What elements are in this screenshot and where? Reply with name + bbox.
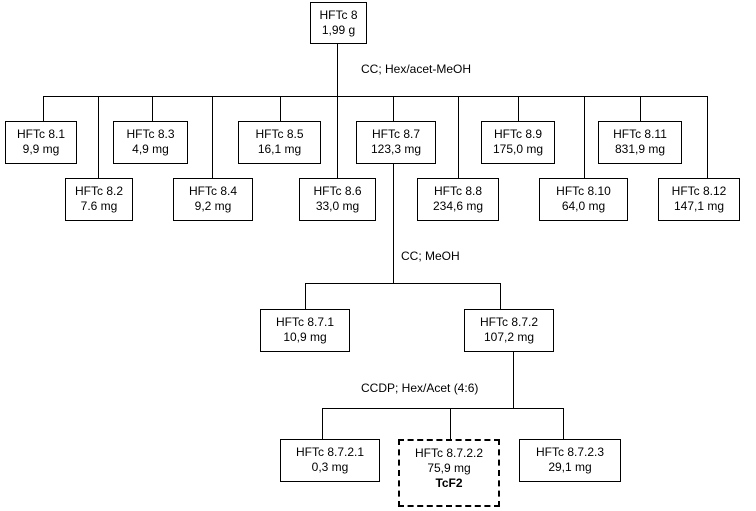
node-hftc-8-2: HFTc 8.2 7.6 mg xyxy=(65,178,133,221)
node-label: HFTc 8.7 xyxy=(371,127,420,141)
node-label: HFTc 8.3 xyxy=(126,127,175,141)
node-hftc-8-4: HFTc 8.4 9,2 mg xyxy=(173,178,253,221)
node-mass: 234,6 mg xyxy=(432,199,484,213)
node-hftc-8-3: HFTc 8.3 4,9 mg xyxy=(113,121,188,164)
node-mass: 107,2 mg xyxy=(483,330,535,344)
node-mass: 4,9 mg xyxy=(132,142,169,156)
node-mass: 29,1 mg xyxy=(548,460,592,474)
node-tag: TcF2 xyxy=(435,476,463,490)
node-label: HFTc 8.11 xyxy=(613,127,667,141)
node-label: HFTc 8.6 xyxy=(313,184,362,198)
node-hftc-8-12: HFTc 8.12 147,1 mg xyxy=(658,178,740,221)
node-label: HFTc 8.7.1 xyxy=(275,315,335,329)
node-mass: 0,3 mg xyxy=(311,460,349,474)
node-label: HFTc 8.1 xyxy=(16,127,65,141)
node-mass: 175,0 mg xyxy=(492,142,544,156)
node-label: HFTc 8.7.2.2 xyxy=(414,446,484,460)
method-label-level3: CCDP; Hex/Acet (4:6) xyxy=(361,381,479,395)
node-hftc-8-6: HFTc 8.6 33,0 mg xyxy=(299,178,376,221)
node-label: HFTc 8.5 xyxy=(255,127,304,141)
node-hftc-8: HFTc 8 1,99 g xyxy=(310,2,367,44)
node-hftc-8-10: HFTc 8.10 64,0 mg xyxy=(539,178,628,221)
node-label: HFTc 8.7.2.1 xyxy=(295,445,365,459)
node-mass: 831,9 mg xyxy=(614,142,666,156)
node-mass: 75,9 mg xyxy=(427,461,471,475)
node-mass: 64,0 mg xyxy=(561,199,606,213)
node-mass: 9,9 mg xyxy=(22,142,60,156)
node-hftc-8-7-2-2: HFTc 8.7.2.2 75,9 mg TcF2 xyxy=(398,439,500,507)
node-label: HFTc 8.8 xyxy=(433,184,482,198)
node-hftc-8-11: HFTc 8.11 831,9 mg xyxy=(598,121,682,164)
node-label: HFTc 8.4 xyxy=(188,184,237,198)
node-label: HFTc 8.2 xyxy=(74,184,123,198)
method-label-level1: CC; Hex/acet-MeOH xyxy=(361,62,472,76)
node-mass: 147,1 mg xyxy=(673,199,725,213)
node-hftc-8-7-2-3: HFTc 8.7.2.3 29,1 mg xyxy=(519,439,621,482)
node-mass: 1,99 g xyxy=(321,23,356,37)
node-label: HFTc 8.7.2 xyxy=(479,315,539,329)
node-label: HFTc 8.12 xyxy=(671,184,727,198)
node-mass: 33,0 mg xyxy=(315,199,360,213)
node-mass: 123,3 mg xyxy=(370,142,422,156)
node-hftc-8-5: HFTc 8.5 16,1 mg xyxy=(238,121,321,164)
node-mass: 7.6 mg xyxy=(80,199,118,213)
node-hftc-8-7-2-1: HFTc 8.7.2.1 0,3 mg xyxy=(280,439,380,482)
node-label: HFTc 8.7.2.3 xyxy=(535,445,605,459)
node-hftc-8-7: HFTc 8.7 123,3 mg xyxy=(356,121,436,164)
node-hftc-8-9: HFTc 8.9 175,0 mg xyxy=(481,121,555,164)
node-mass: 9,2 mg xyxy=(194,199,232,213)
method-label-level2: CC; MeOH xyxy=(401,249,460,263)
node-hftc-8-8: HFTc 8.8 234,6 mg xyxy=(417,178,499,221)
node-label: HFTc 8.9 xyxy=(493,127,542,141)
node-hftc-8-7-1: HFTc 8.7.1 10,9 mg xyxy=(260,309,350,352)
node-label: HFTc 8 xyxy=(319,8,358,22)
node-label: HFTc 8.10 xyxy=(556,184,611,198)
node-hftc-8-7-2: HFTc 8.7.2 107,2 mg xyxy=(464,309,554,352)
node-mass: 16,1 mg xyxy=(257,142,302,156)
node-mass: 10,9 mg xyxy=(283,330,327,344)
node-hftc-8-1: HFTc 8.1 9,9 mg xyxy=(5,121,77,164)
